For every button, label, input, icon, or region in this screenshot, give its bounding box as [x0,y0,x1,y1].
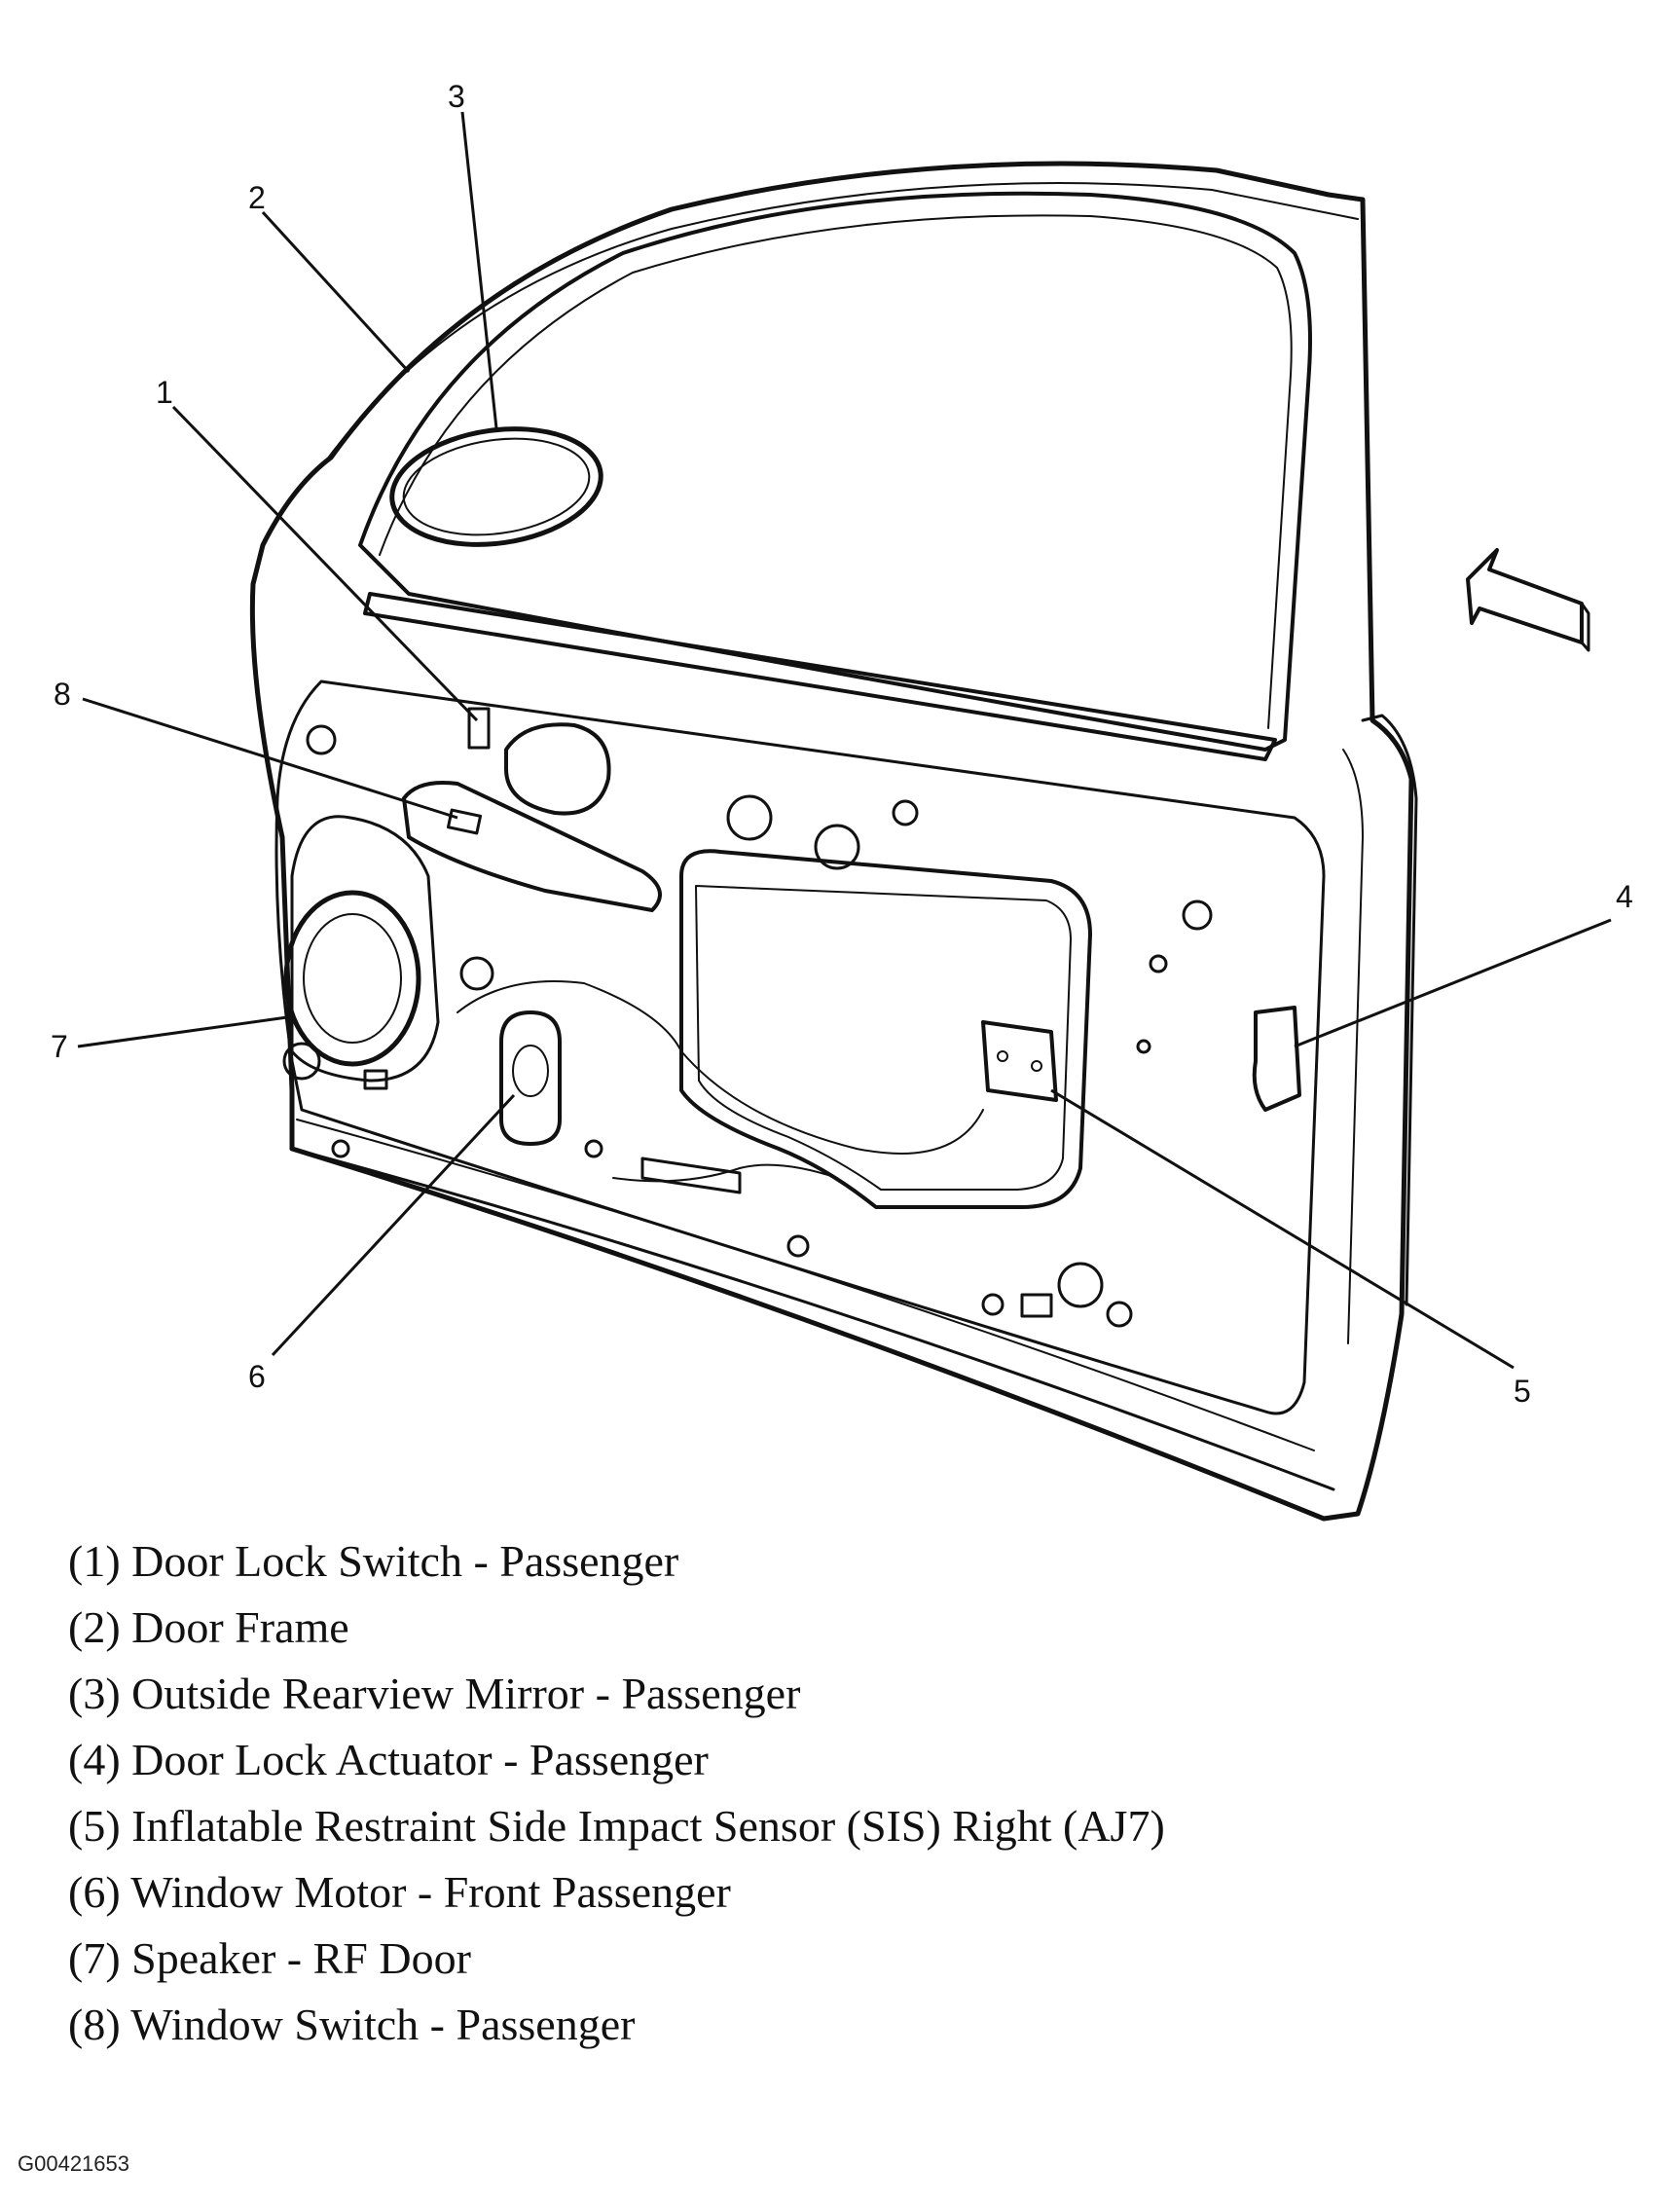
leader-line-2 [261,210,411,374]
window-motor [499,1010,562,1146]
fastener [459,956,494,991]
window-switch [446,808,483,835]
legend-item: (3) Outside Rearview Mirror - Passenger [68,1669,801,1718]
wiring-harness-2 [612,1163,838,1183]
leader-line-5 [1050,1088,1515,1370]
door-frame-inner-line [379,214,1293,729]
belt-line [363,592,1277,761]
callout-3: 3 [448,79,465,114]
legend-item: (5) Inflatable Restraint Side Impact Sen… [68,1801,1165,1851]
fastener [814,824,860,870]
sensor-bolt-a [997,1050,1008,1062]
speaker-bracket [290,815,440,1083]
fastener [1057,1262,1104,1308]
figure-id: G00421653 [18,2151,129,2176]
sensor-bolt-b [1031,1060,1042,1072]
side-impact-sensor [981,1020,1058,1102]
fastener [1020,1293,1053,1318]
fastener [306,724,337,755]
window-motor-end [512,1045,549,1097]
callout-8: 8 [54,677,71,712]
regulator-cutout [679,849,1092,1209]
callout-4: 4 [1616,879,1633,914]
callout-7: 7 [51,1029,68,1064]
front-direction-arrow-shade [1580,602,1590,652]
fastener [1182,900,1213,931]
hinge-pillar [1361,714,1418,1306]
outside-rearview-mirror [389,426,603,547]
outside-rearview-mirror-rim [402,437,591,536]
legend-item: (4) Door Lock Actuator - Passenger [68,1735,709,1784]
fastener [1149,954,1168,973]
parts-legend: (1) Door Lock Switch - Passenger (2) Doo… [68,1528,1528,2058]
lower-sill [290,1147,1335,1491]
fastener [981,1293,1004,1316]
fastener [726,794,773,841]
door-frame-edge [320,182,1359,468]
leader-line-1 [171,405,479,722]
legend-item: (2) Door Frame [68,1602,349,1652]
fastener [786,1234,810,1258]
fastener [363,1069,388,1090]
door-lock-switch [467,707,491,750]
fastener [331,1139,350,1158]
legend-item: (7) Speaker - RF Door [68,1933,471,1983]
leader-line-4 [1294,918,1612,1048]
door-frame [358,191,1312,752]
legend-item: (6) Window Motor - Front Passenger [68,1867,731,1917]
door-diagram: 1 2 3 4 5 6 7 8 [51,79,1633,1522]
fastener [892,799,919,826]
leader-line-3 [460,111,498,429]
window-switch-housing [402,781,662,912]
fastener [1136,1039,1151,1054]
legend-item: (8) Window Switch - Passenger [68,2000,636,2049]
leader-line-6 [271,1093,516,1357]
leader-line-7 [77,1015,288,1048]
speaker-cone [303,913,402,1044]
interior-handle [504,722,611,816]
hinge-pillar-inner [1342,749,1364,1344]
speaker [283,890,421,1067]
fastener [1106,1301,1133,1328]
front-direction-arrow [1466,548,1584,644]
leader-line-8 [82,697,458,820]
callout-5: 5 [1514,1374,1531,1409]
callout-6: 6 [248,1359,266,1394]
fastener [584,1139,603,1158]
lower-channel [640,1157,742,1194]
lower-sill-2 [296,1119,1315,1451]
legend-item: (1) Door Lock Switch - Passenger [68,1536,679,1586]
door-outer-shell [249,161,1414,1522]
wiring-harness [457,980,984,1155]
inner-door-panel [274,679,1326,1415]
fastener [282,1042,321,1081]
regulator-cutout-inner [695,885,1072,1191]
callout-1: 1 [156,375,173,410]
callout-2: 2 [248,180,266,215]
door-lock-actuator [1252,1006,1301,1112]
